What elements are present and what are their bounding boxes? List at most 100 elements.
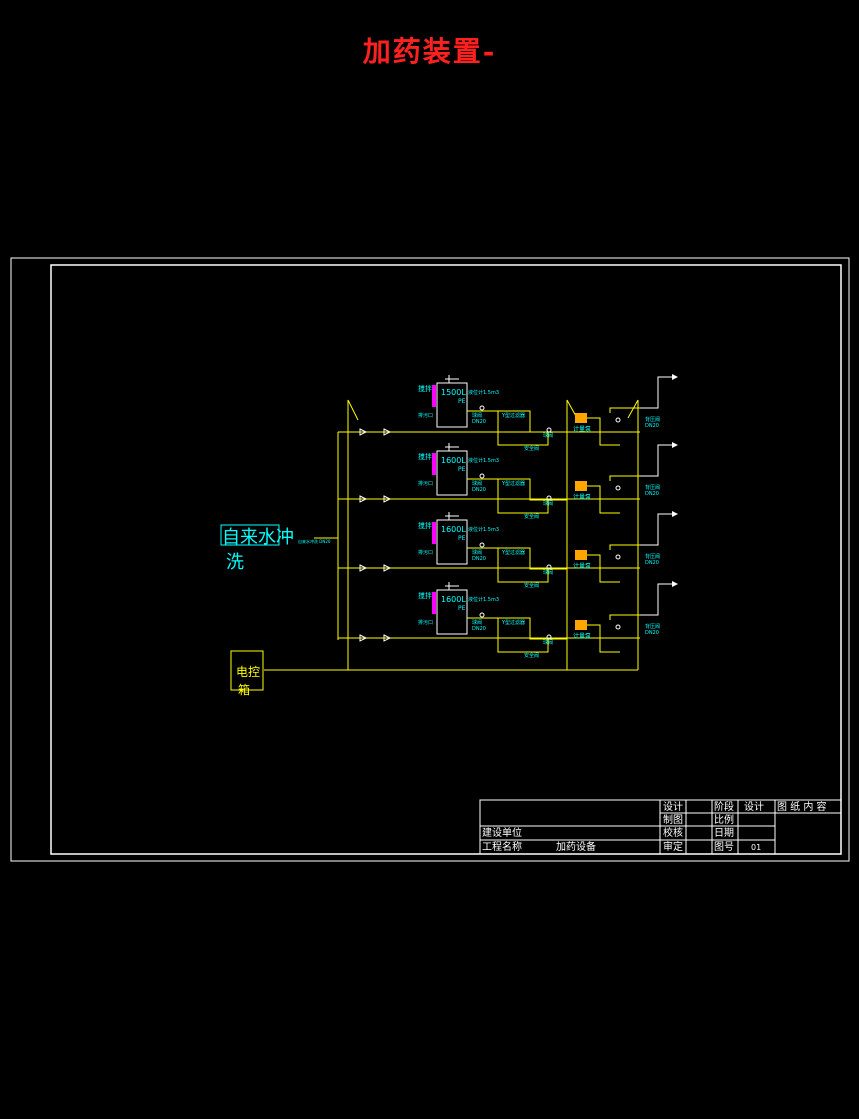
back-pressure-dn: DN20 <box>645 491 659 497</box>
tank-spec: 液位计1.5m3 <box>468 389 499 396</box>
y-filter-label: Y型过滤器 <box>501 619 525 626</box>
discharge-header <box>609 544 640 550</box>
stirrer-label: 搅拌 <box>418 591 432 600</box>
tank-material: PE <box>458 398 466 405</box>
y-filter-label: Y型过滤器 <box>501 412 525 419</box>
dn-label: DN20 <box>472 487 486 493</box>
back-pressure-label: 背压阀 <box>645 484 660 491</box>
tank-volume: 1600L <box>441 525 466 534</box>
back-pressure-dn: DN20 <box>645 560 659 566</box>
arrow-icon <box>672 511 678 517</box>
back-pressure-label: 背压阀 <box>645 416 660 423</box>
control-box-label: 电控 <box>236 665 260 679</box>
stirrer-label: 搅拌 <box>418 452 432 461</box>
metering-pump-label: 计量泵 <box>573 632 591 640</box>
outlet-valve-label: 球阀 <box>472 549 482 556</box>
drain-label: 排污口 <box>418 549 433 556</box>
tb-design: 设计 <box>663 800 683 813</box>
relief-pipe <box>497 479 549 514</box>
metering-pump-label: 计量泵 <box>573 493 591 501</box>
outlet-valve-label: 球阀 <box>472 480 482 487</box>
check-valve-icon <box>383 495 392 503</box>
back-pressure-label: 背压阀 <box>645 553 660 560</box>
pump-discharge-pipe <box>587 624 620 653</box>
tb-date: 日期 <box>714 827 734 839</box>
back-pressure-label: 背压阀 <box>645 623 660 630</box>
tb-scale: 比例 <box>714 813 734 826</box>
outer-frame <box>10 257 850 862</box>
control-box-label-2: 箱 <box>238 682 250 697</box>
tb-construction-unit: 建设单位 <box>482 826 522 839</box>
tb-stage-value: 设计 <box>744 800 764 813</box>
tb-project-name: 工程名称 <box>482 840 522 853</box>
back-pressure-dn: DN20 <box>645 630 659 636</box>
arrow-icon <box>672 581 678 587</box>
tb-drawing-no-value: 01 <box>751 843 761 852</box>
pipe-network <box>264 399 640 671</box>
arrow-icon <box>672 442 678 448</box>
flush-label: 自来水冲 <box>222 527 294 548</box>
gauge-icon <box>615 624 621 630</box>
page-title: 加药装置- <box>362 35 497 68</box>
dosing-outlet-line <box>640 376 672 409</box>
tb-draw: 制图 <box>663 813 683 826</box>
dn-label: DN20 <box>472 556 486 562</box>
dn-label: DN20 <box>472 419 486 425</box>
valve-icon <box>546 564 552 570</box>
gauge-icon <box>615 485 621 491</box>
outlet-valve-label: 球阀 <box>472 412 482 419</box>
valve-icon <box>479 473 485 479</box>
gauge-icon <box>615 554 621 560</box>
valve-icon <box>546 427 552 433</box>
tank-spec: 液位计1.5m3 <box>468 526 499 533</box>
relief-pipe <box>497 411 549 446</box>
check-valve-icon <box>359 634 368 642</box>
tank-spec: 液位计1.5m3 <box>468 596 499 603</box>
tb-project-value: 加药设备 <box>556 840 596 853</box>
drain-label: 排污口 <box>418 619 433 626</box>
tank-body <box>436 450 468 496</box>
check-valve-icon <box>383 564 392 572</box>
check-valve-icon <box>383 634 392 642</box>
tank-spec: 液位计1.5m3 <box>468 457 499 464</box>
tank-body <box>436 519 468 565</box>
check-valve-icon <box>359 428 368 436</box>
valve-icon <box>479 612 485 618</box>
tank-material: PE <box>458 535 466 542</box>
title-block <box>479 799 842 855</box>
safety-valve-label: 安全阀 <box>524 513 539 520</box>
check-valve-icon <box>383 428 392 436</box>
drain-label: 排污口 <box>418 480 433 487</box>
inner-frame <box>50 264 842 855</box>
safety-valve-label: 安全阀 <box>524 445 539 452</box>
relief-pipe <box>497 618 549 653</box>
stirrer-icon <box>432 453 436 475</box>
dn-label: DN20 <box>472 626 486 632</box>
safety-valve-label: 安全阀 <box>524 652 539 659</box>
pump-discharge-pipe <box>587 485 620 514</box>
metering-pump-label: 计量泵 <box>573 425 591 433</box>
metering-pump-icon <box>575 550 587 560</box>
pump-discharge-pipe <box>587 417 620 446</box>
dosing-outlet-line <box>640 444 672 477</box>
check-valve-icon <box>359 495 368 503</box>
y-filter-label: Y型过滤器 <box>501 549 525 556</box>
stirrer-icon <box>432 522 436 544</box>
stirrer-label: 搅拌 <box>418 384 432 393</box>
tank-volume: 1500L <box>441 388 466 397</box>
metering-pump-icon <box>575 413 587 423</box>
stirrer-label: 搅拌 <box>418 521 432 530</box>
gauge-icon <box>615 417 621 423</box>
stirrer-icon <box>432 592 436 614</box>
tank-volume: 1600L <box>441 456 466 465</box>
safety-valve-label: 安全阀 <box>524 582 539 589</box>
valve-icon <box>546 495 552 501</box>
tank-material: PE <box>458 605 466 612</box>
flush-sub-label: 自来水冲洗 DN20 <box>298 538 331 544</box>
tank-material: PE <box>458 466 466 473</box>
tb-drawing-content: 图 纸 内 容 <box>777 800 827 813</box>
metering-pump-icon <box>575 620 587 630</box>
y-filter-label: Y型过滤器 <box>501 480 525 487</box>
discharge-header <box>609 407 640 413</box>
